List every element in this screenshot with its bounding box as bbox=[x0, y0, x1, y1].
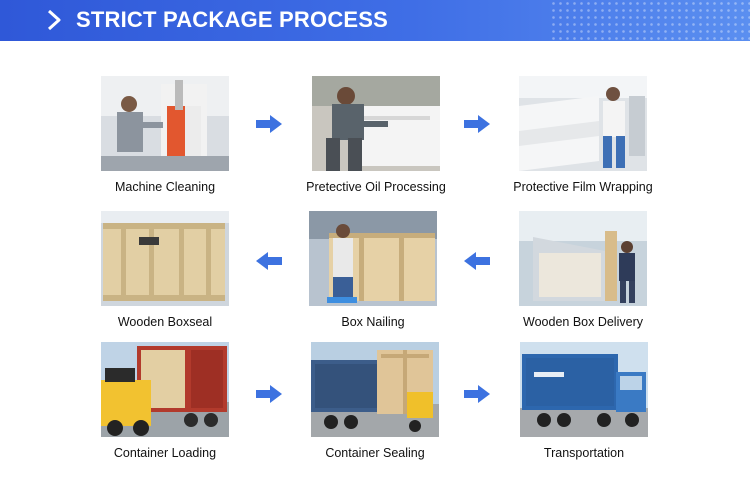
step-label: Pretective Oil Processing bbox=[306, 180, 446, 194]
step-label: Wooden Boxseal bbox=[117, 315, 213, 329]
film-wrapping-photo bbox=[519, 76, 647, 171]
step-label: Box Nailing bbox=[341, 315, 405, 329]
step-film-wrapping: Protective Film Wrapping bbox=[483, 76, 683, 194]
arrow-left-icon bbox=[464, 252, 490, 270]
step-label: Wooden Box Delivery bbox=[523, 315, 643, 329]
container-loading-photo bbox=[101, 342, 229, 437]
arrow-right-icon bbox=[256, 385, 282, 403]
step-container-sealing: Container Sealing bbox=[275, 342, 475, 460]
step-box-nailing: Box Nailing bbox=[273, 211, 473, 329]
arrow-right-icon bbox=[256, 115, 282, 133]
arrow-right-icon bbox=[464, 385, 490, 403]
step-oil-processing: Pretective Oil Processing bbox=[276, 76, 476, 194]
step-transportation: Transportation bbox=[484, 342, 684, 460]
transportation-photo bbox=[520, 342, 648, 437]
header-banner: STRICT PACKAGE PROCESS bbox=[0, 0, 750, 41]
step-box-delivery: Wooden Box Delivery bbox=[483, 211, 683, 329]
container-sealing-photo bbox=[311, 342, 439, 437]
step-label: Transportation bbox=[543, 446, 625, 460]
step-label: Protective Film Wrapping bbox=[513, 180, 653, 194]
step-wooden-boxseal: Wooden Boxseal bbox=[65, 211, 265, 329]
box-delivery-photo bbox=[519, 211, 647, 306]
step-label: Machine Cleaning bbox=[114, 180, 216, 194]
dot-pattern bbox=[550, 0, 750, 41]
wooden-boxseal-photo bbox=[101, 211, 229, 306]
step-machine-cleaning: Machine Cleaning bbox=[65, 76, 265, 194]
step-label: Container Sealing bbox=[325, 446, 425, 460]
chevron-right-icon bbox=[47, 9, 61, 31]
page-title: STRICT PACKAGE PROCESS bbox=[76, 7, 389, 32]
box-nailing-photo bbox=[309, 211, 437, 306]
oil-processing-photo bbox=[312, 76, 440, 171]
step-label: Container Loading bbox=[113, 446, 217, 460]
machine-cleaning-photo bbox=[101, 76, 229, 171]
step-container-loading: Container Loading bbox=[65, 342, 265, 460]
arrow-left-icon bbox=[256, 252, 282, 270]
arrow-right-icon bbox=[464, 115, 490, 133]
